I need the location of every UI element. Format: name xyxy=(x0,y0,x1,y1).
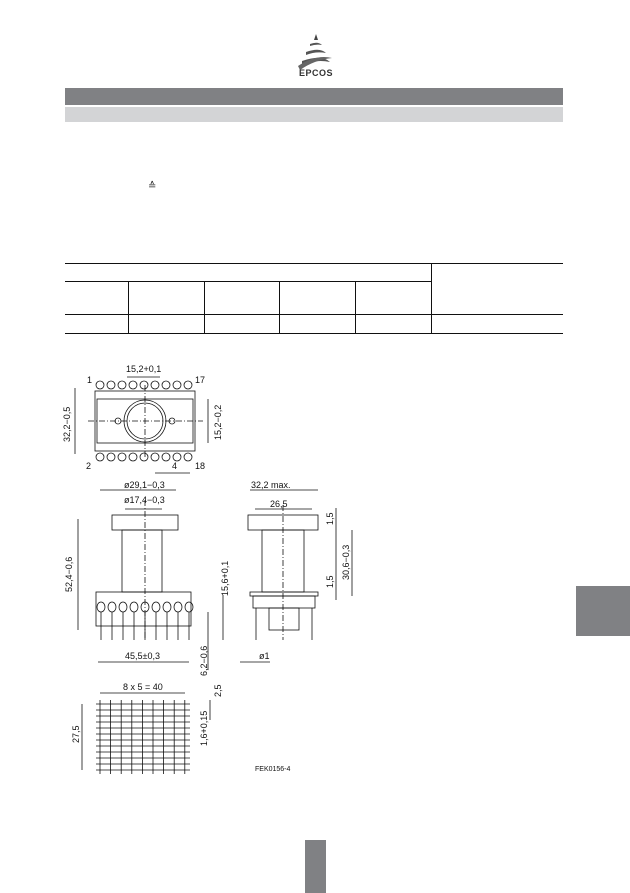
page-number-box xyxy=(305,840,326,893)
pin-pad xyxy=(161,380,171,390)
dim-side-height: 30,6−0,3 xyxy=(341,545,351,580)
pin-pad xyxy=(183,380,193,390)
pin-pad xyxy=(117,452,127,462)
dim-pitch-total: 8 x 5 = 40 xyxy=(123,682,163,692)
pin-pad xyxy=(139,452,149,462)
epcos-logo xyxy=(298,34,332,70)
logo-text: EPCOS xyxy=(298,68,333,78)
dim-base-height: 15,6+0,1 xyxy=(220,561,230,596)
pin-terminal xyxy=(96,601,106,613)
pin-pad xyxy=(172,380,182,390)
pin-terminal xyxy=(162,601,172,613)
dim-core-dia: ø17,4−0,3 xyxy=(124,495,165,505)
subtitle-bar xyxy=(65,107,563,122)
pin-terminal xyxy=(184,601,194,613)
pin-pad xyxy=(128,380,138,390)
dim-pin-dia: ø1 xyxy=(259,651,270,661)
dim-top-width: 15,2+0,1 xyxy=(126,364,161,374)
dim-side-inner: 26,5 xyxy=(270,499,288,509)
pin-label-18: 18 xyxy=(195,461,205,471)
pin-terminal xyxy=(151,601,161,613)
pin-pad xyxy=(106,380,116,390)
pin-terminal xyxy=(118,601,128,613)
dim-pin-length: 6,2−0,6 xyxy=(199,646,209,676)
pin-pad xyxy=(183,452,193,462)
pin-terminal xyxy=(129,601,139,613)
figure-id: FEK0156-4 xyxy=(255,766,291,773)
pin-pad xyxy=(128,452,138,462)
dim-top-height: 32,2−0,5 xyxy=(62,407,72,442)
dim-hole-dia: 1,6+0,15 xyxy=(199,711,209,746)
pin-pad xyxy=(139,380,149,390)
pin-pad xyxy=(150,452,160,462)
pin-label-17: 17 xyxy=(195,375,205,385)
dim-side-max: 32,2 max. xyxy=(251,480,291,490)
pin-terminal xyxy=(107,601,117,613)
pin-pad xyxy=(172,452,182,462)
pin-label-1: 1 xyxy=(87,375,92,385)
pin-pad xyxy=(106,452,116,462)
pin-pad xyxy=(95,452,105,462)
dim-pitch: 4 xyxy=(172,461,177,471)
pin-pad xyxy=(161,452,171,462)
dim-flange-t1: 1,5 xyxy=(325,512,335,525)
dim-row-distance: 27,5 xyxy=(71,725,81,743)
pin-label-2: 2 xyxy=(86,461,91,471)
pin-pad xyxy=(95,380,105,390)
pin-pad xyxy=(117,380,127,390)
section-tab xyxy=(576,586,630,636)
dim-front-width: 45,5±0,3 xyxy=(125,651,160,661)
pin-terminal xyxy=(173,601,183,613)
dim-top-inner: 15,2−0,2 xyxy=(213,405,223,440)
dim-flange-t2: 1,5 xyxy=(325,575,335,588)
dim-offset: 2,5 xyxy=(213,684,223,697)
title-bar xyxy=(65,88,563,105)
dim-front-height: 52,4−0,6 xyxy=(64,557,74,592)
pin-pad xyxy=(150,380,160,390)
corresponds-symbol: ≙ xyxy=(148,181,157,192)
dim-flange-dia: ø29,1−0,3 xyxy=(124,480,165,490)
